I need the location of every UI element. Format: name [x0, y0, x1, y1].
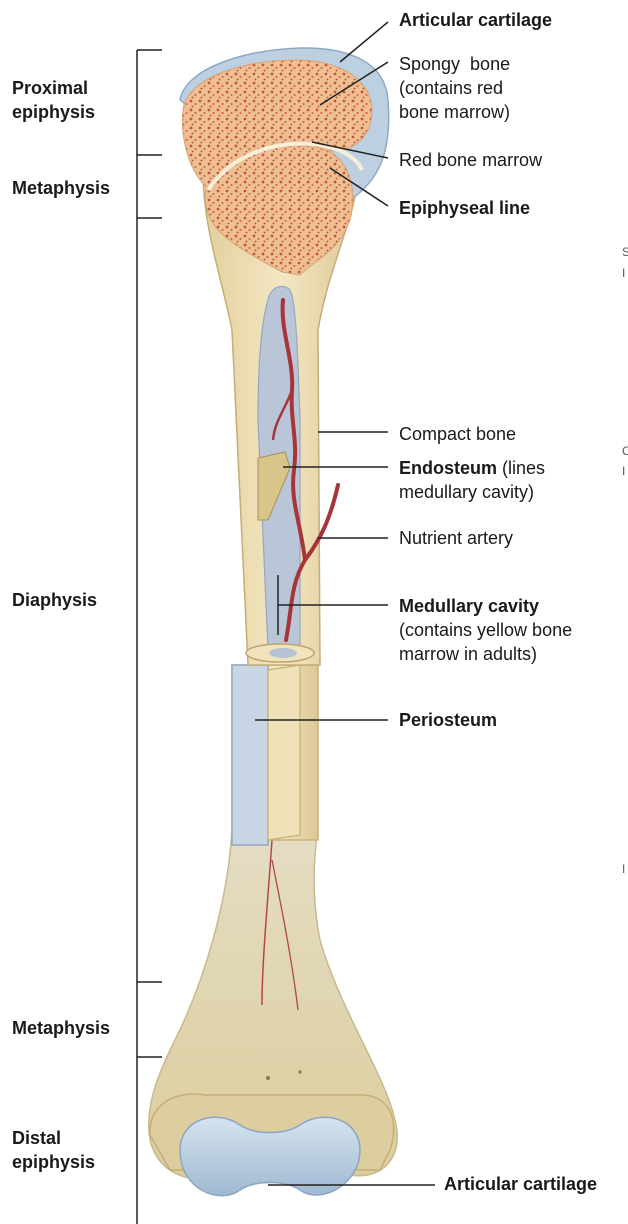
- region-brackets: [137, 50, 162, 1224]
- periosteum-strip: [268, 665, 300, 840]
- label-spongy-bone-line1: Spongy bone: [399, 52, 510, 76]
- label-epiphyseal-line: Epiphyseal line: [399, 196, 530, 220]
- label-medullary-cavity-line3: marrow in adults): [399, 642, 572, 666]
- label-spongy-bone-line2: (contains red: [399, 76, 510, 100]
- cavity-cross-section: [269, 648, 297, 658]
- label-medullary-cavity: Medullary cavity (contains yellow bone m…: [399, 594, 572, 666]
- region-distal-epiphysis: Distal epiphysis: [12, 1126, 95, 1174]
- label-medullary-cavity-line1: Medullary cavity: [399, 594, 572, 618]
- label-endosteum-rest: (lines: [497, 458, 545, 478]
- label-nutrient-artery: Nutrient artery: [399, 526, 513, 550]
- region-proximal-epiphysis: Proximal epiphysis: [12, 76, 95, 124]
- label-endosteum: Endosteum (lines medullary cavity): [399, 456, 545, 504]
- region-metaphysis-bottom: Metaphysis: [12, 1016, 110, 1040]
- label-endosteum-bold: Endosteum: [399, 458, 497, 478]
- region-diaphysis: Diaphysis: [12, 588, 97, 612]
- region-distal-epiphysis-line1: Distal: [12, 1126, 95, 1150]
- edge-fragment-5: I: [622, 862, 625, 876]
- label-periosteum: Periosteum: [399, 708, 497, 732]
- label-medullary-cavity-line2: (contains yellow bone: [399, 618, 572, 642]
- label-red-bone-marrow: Red bone marrow: [399, 148, 542, 172]
- label-articular-cartilage-top: Articular cartilage: [399, 8, 552, 32]
- distal-foramen-2: [298, 1070, 301, 1073]
- label-spongy-bone-line3: bone marrow): [399, 100, 510, 124]
- edge-fragment-1: S: [622, 245, 628, 259]
- region-proximal-epiphysis-line2: epiphysis: [12, 100, 95, 124]
- label-endosteum-line2: medullary cavity): [399, 480, 545, 504]
- region-proximal-epiphysis-line1: Proximal: [12, 76, 95, 100]
- periosteum-sleeve: [232, 665, 268, 845]
- label-spongy-bone: Spongy bone (contains red bone marrow): [399, 52, 510, 124]
- region-distal-epiphysis-line2: epiphysis: [12, 1150, 95, 1174]
- edge-fragment-3: C: [622, 444, 628, 458]
- region-metaphysis-top: Metaphysis: [12, 176, 110, 200]
- leader-articular-cartilage-top: [340, 22, 388, 62]
- label-compact-bone: Compact bone: [399, 422, 516, 446]
- label-articular-cartilage-bottom: Articular cartilage: [444, 1172, 597, 1196]
- edge-fragment-2: I: [622, 266, 625, 280]
- edge-fragment-4: I: [622, 464, 625, 478]
- distal-foramen-1: [266, 1076, 270, 1080]
